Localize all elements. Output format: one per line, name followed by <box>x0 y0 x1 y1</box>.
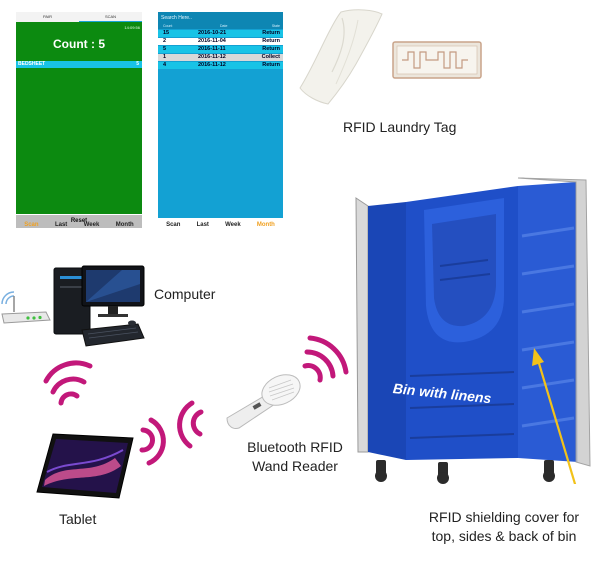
screen-time: 14:09:56 <box>124 25 140 30</box>
table-row[interactable]: 2 2016-11-04 Return <box>158 38 283 45</box>
col-state: State <box>271 24 280 28</box>
nav-week[interactable]: Week <box>225 222 241 228</box>
cell-state: Return <box>262 46 280 52</box>
reader-label-line1: Bluetooth RFID <box>247 439 343 455</box>
table-row[interactable]: 5 2016-11-11 Return <box>158 46 283 53</box>
tablet-icon <box>36 433 134 499</box>
reader-label: Bluetooth RFID Wand Reader <box>230 438 360 476</box>
cell-date: 2016-11-12 <box>198 62 226 68</box>
laundry-cloth-icon <box>299 9 383 105</box>
rfid-tag-icon <box>392 41 482 79</box>
laundry-bin-icon <box>355 177 591 484</box>
cell-count: 5 <box>163 46 167 52</box>
table-row[interactable]: 15 2016-10-21 Return <box>158 30 283 37</box>
wand-reader-icon <box>226 374 301 429</box>
nav-week[interactable]: Week <box>83 222 100 228</box>
cell-state: Return <box>262 30 280 36</box>
cell-count: 4 <box>163 62 167 68</box>
history-screen-nav: Scan Last Week Month <box>158 222 283 228</box>
tab-scan[interactable]: SCAN <box>104 14 117 19</box>
list-item[interactable]: BEDSHEET 5 <box>16 61 142 68</box>
nav-month[interactable]: Month <box>115 222 134 228</box>
table-row[interactable]: 4 2016-11-12 Return <box>158 62 283 69</box>
item-name: BEDSHEET <box>18 61 46 67</box>
cell-state: Return <box>262 62 280 68</box>
cell-count: 1 <box>163 54 167 60</box>
cell-state: Collect <box>261 54 280 60</box>
screen-tabs: PAIR SCAN <box>16 12 142 22</box>
nav-last[interactable]: Last <box>54 222 68 228</box>
col-date: Date <box>220 24 228 28</box>
count-screen-body <box>16 22 142 214</box>
laundry-tag-label: RFID Laundry Tag <box>343 119 457 135</box>
count-readout: Count : 5 <box>53 37 105 51</box>
cell-state: Return <box>262 38 280 44</box>
cell-count: 2 <box>163 38 167 44</box>
reader-label-line2: Wand Reader <box>252 458 338 474</box>
shield-cover-label: RFID shielding cover for top, sides & ba… <box>410 508 598 546</box>
computer-label: Computer <box>154 286 216 302</box>
shield-label-line2: top, sides & back of bin <box>431 528 577 544</box>
cell-date: 2016-11-04 <box>198 38 226 44</box>
router-icon <box>1 291 51 324</box>
nav-last[interactable]: Last <box>196 222 209 228</box>
cell-date: 2016-11-11 <box>198 46 226 52</box>
cell-date: 2016-11-12 <box>198 54 226 60</box>
nav-scan[interactable]: Scan <box>24 222 39 228</box>
item-count: 5 <box>136 61 139 67</box>
search-input[interactable]: Search Here.. <box>158 12 283 24</box>
tablet-label: Tablet <box>59 511 97 527</box>
table-header: Count Date State <box>158 24 283 29</box>
cell-count: 15 <box>163 30 170 36</box>
cell-date: 2016-10-21 <box>198 30 227 36</box>
reset-button[interactable]: Reset <box>16 215 142 228</box>
nav-scan[interactable]: Scan <box>166 222 181 228</box>
desktop-computer-icon <box>53 265 145 347</box>
tab-pair[interactable]: PAIR <box>42 14 53 19</box>
table-row[interactable]: 1 2016-11-12 Collect <box>158 54 283 61</box>
history-screen: Search Here.. Count Date State 15 2016-1… <box>158 12 283 218</box>
active-tab-indicator <box>79 21 142 22</box>
nav-month[interactable]: Month <box>256 222 275 228</box>
shield-label-line1: RFID shielding cover for <box>428 509 580 525</box>
col-count: Count <box>163 24 173 28</box>
count-screen: PAIR SCAN 14:09:56 Count : 5 BEDSHEET 5 … <box>16 12 142 232</box>
count-screen-nav: Scan Last Week Month <box>16 222 142 228</box>
